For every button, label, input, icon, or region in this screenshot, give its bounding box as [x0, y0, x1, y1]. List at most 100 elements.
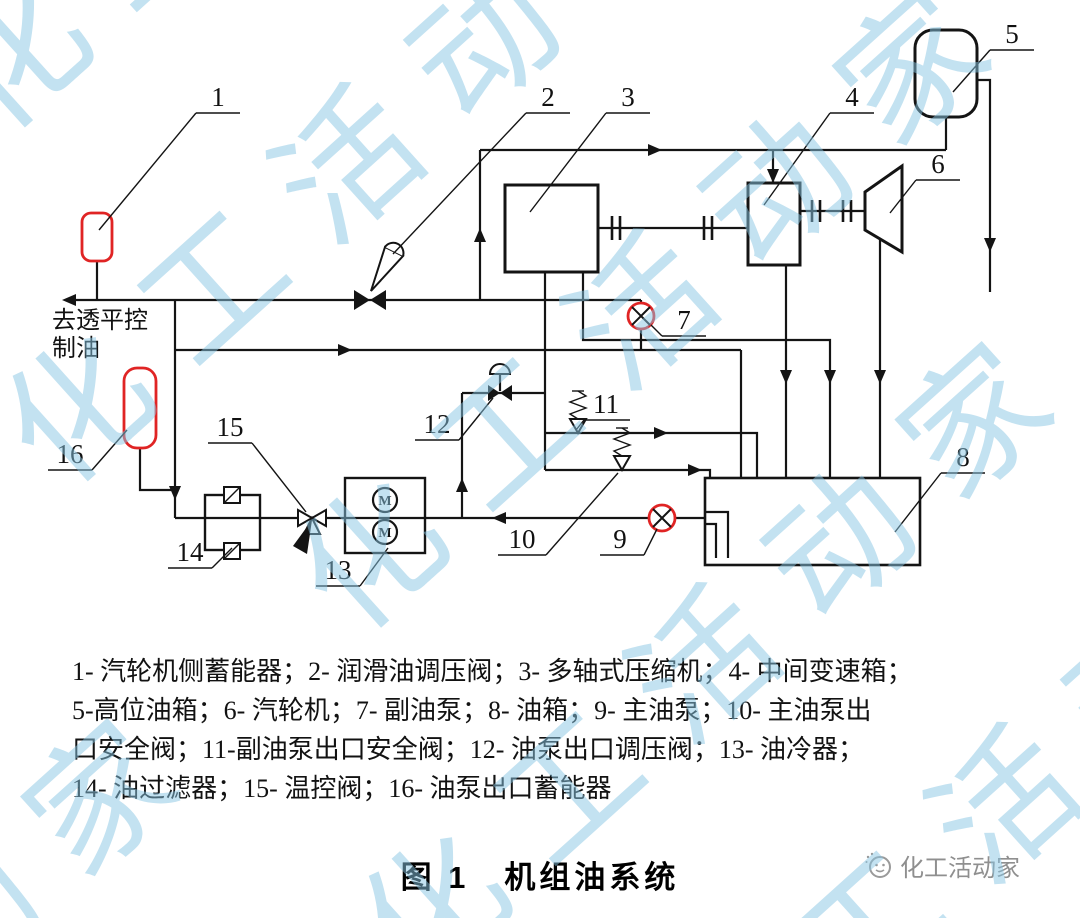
valve-2-actuator-dome — [384, 241, 405, 257]
callout-number: 1 — [211, 82, 225, 112]
gearbox-4 — [746, 181, 802, 267]
callout-number: 16 — [57, 439, 84, 469]
accumulator-1-body — [80, 211, 114, 263]
valve-15-actuator — [293, 520, 312, 554]
valve-12-diaphragm-dome — [488, 363, 512, 375]
callout-leader — [359, 547, 389, 587]
valve-15-right-port — [309, 508, 327, 528]
callout-leader — [952, 49, 991, 93]
callout-leader — [211, 547, 233, 569]
safety-valve-10-body — [612, 455, 632, 473]
aux-pump-impeller-cross — [631, 306, 651, 326]
callout-leader — [575, 419, 585, 431]
callout-9: 9 — [600, 524, 658, 556]
callout-number: 9 — [613, 524, 627, 554]
compressor-body — [503, 183, 600, 274]
valve-2-bowtie — [354, 290, 386, 310]
to-turbine-label-line2: 制油 — [52, 335, 100, 362]
logo-eye-right — [882, 863, 885, 866]
outlet-regulating-valve-12 — [488, 363, 512, 401]
callout-leader — [889, 179, 917, 214]
turbine-body — [863, 163, 904, 255]
callout-14: 14 — [168, 537, 233, 569]
legend: 1- 汽轮机侧蓄能器；2- 润滑油调压阀；3- 多轴式压缩机；4- 中间变速箱；… — [72, 652, 1017, 808]
brand-logo-icon — [865, 852, 891, 878]
callout-number: 4 — [845, 82, 859, 112]
safety-valve-11-spring — [568, 390, 588, 420]
temp-control-valve-15 — [293, 508, 327, 554]
to-turbine-label-line1: 去透平控 — [52, 307, 148, 334]
accumulator-16 — [122, 366, 158, 450]
legend-line: 14- 油过滤器；15- 温控阀；16- 油泵出口蓄能器 — [72, 774, 612, 803]
callout-12: 12 — [415, 397, 494, 441]
callout-16: 16 — [48, 429, 128, 471]
callout-leader — [98, 112, 197, 231]
logo-eye-left — [875, 863, 878, 866]
callout-leader — [763, 112, 831, 206]
valve-12-bowtie — [488, 385, 512, 401]
aux-pump-7 — [626, 301, 656, 331]
callout-5: 5 — [952, 19, 1034, 93]
to-turbine-label: 去透平控 制油 — [52, 307, 148, 362]
callout-3: 3 — [529, 82, 650, 213]
callout-number: 3 — [621, 82, 635, 112]
callout-leader — [894, 472, 942, 533]
pressure-regulating-valve-2 — [354, 241, 405, 310]
callout-2: 2 — [392, 82, 570, 255]
motor-symbol-label: M — [378, 526, 391, 541]
callout-leader — [545, 472, 619, 556]
callout-number: 12 — [424, 409, 451, 439]
callout-leader — [251, 442, 307, 513]
callout-number: 6 — [931, 149, 945, 179]
oil-filter-elements — [223, 486, 241, 560]
compressor-3 — [503, 183, 600, 274]
callout-13: 13 — [316, 547, 389, 587]
callout-10: 10 — [498, 472, 619, 556]
figure-caption: 图 1 机组油系统 — [400, 860, 680, 895]
valve-15-left-port — [297, 508, 315, 528]
logo-circle — [869, 855, 891, 878]
accumulator-16-body — [122, 366, 158, 450]
gearbox-body — [746, 181, 802, 267]
elevated-tank-body — [913, 28, 979, 119]
callout-leader — [650, 324, 663, 337]
callout-leader — [392, 112, 527, 255]
filter-element-bottom-hatch — [223, 542, 241, 560]
callout-leader — [529, 112, 607, 213]
callout-leader — [643, 528, 658, 556]
callout-number: 15 — [217, 412, 244, 442]
callout-number: 13 — [325, 555, 352, 585]
tank-suction-pipe — [705, 510, 730, 558]
cooler-motor-top — [371, 486, 399, 514]
main-pump-9 — [647, 503, 677, 533]
callout-number: 5 — [1005, 19, 1019, 49]
logo-spark-dot — [870, 852, 874, 855]
callout-8: 8 — [894, 442, 985, 533]
main-pump-impeller-cross — [652, 508, 672, 528]
logo-smile — [875, 868, 885, 872]
oil-cooler-motors: M M — [371, 486, 399, 546]
callout-number: 11 — [593, 389, 619, 419]
callout-4: 4 — [763, 82, 874, 206]
brand-name: 化工活动家 — [900, 855, 1020, 882]
callout-number: 7 — [677, 305, 691, 335]
safety-valve-10 — [612, 427, 632, 473]
callout-6: 6 — [889, 149, 960, 214]
callout-number: 8 — [956, 442, 970, 472]
elevated-tank-5 — [913, 28, 979, 119]
callout-number: 2 — [541, 82, 555, 112]
accumulator-1 — [80, 211, 114, 263]
legend-line: 5-高位油箱；6- 汽轮机；7- 副油泵；8- 油箱；9- 主油泵；10- 主油… — [72, 696, 872, 725]
shaft-couplings — [610, 200, 853, 240]
legend-line: 1- 汽轮机侧蓄能器；2- 润滑油调压阀；3- 多轴式压缩机；4- 中间变速箱； — [72, 657, 913, 686]
oil-tank-8 — [703, 476, 922, 567]
callout-leader — [458, 397, 494, 441]
oil-system-diagram: M M 去透平控 制油 1 2 3 — [48, 19, 1034, 587]
logo-spark-dot — [866, 855, 870, 858]
motor-symbol-label: M — [378, 494, 391, 509]
safety-valve-10-spring — [612, 427, 632, 457]
cooler-motor-bottom — [371, 518, 399, 546]
callout-15: 15 — [208, 412, 307, 513]
filter-element-top-hatch — [223, 486, 241, 504]
